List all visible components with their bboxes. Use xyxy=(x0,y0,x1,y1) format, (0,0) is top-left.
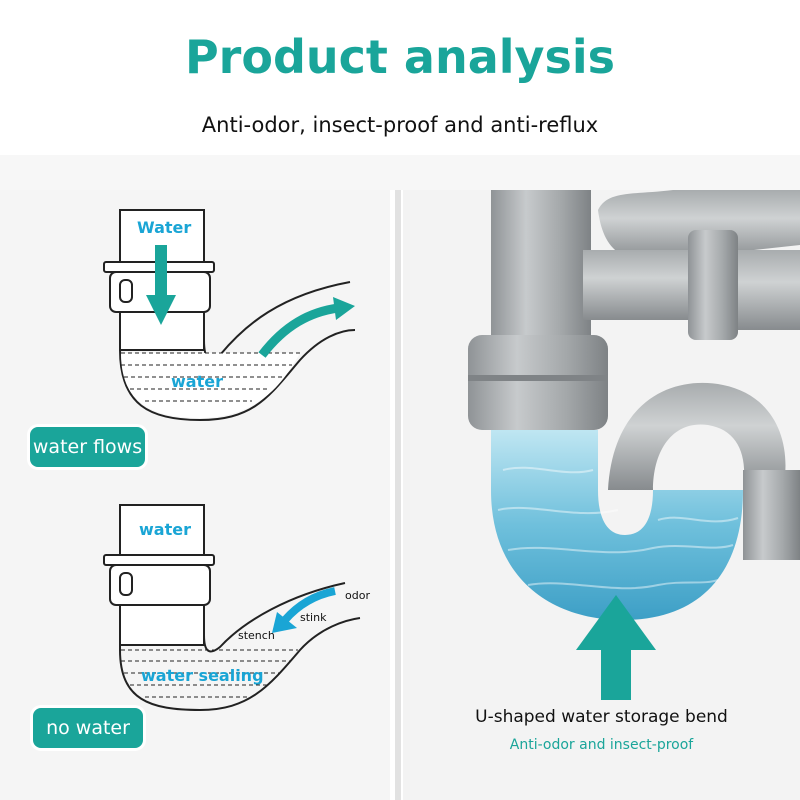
panel-divider xyxy=(395,190,401,800)
vertical-pipe xyxy=(491,190,591,350)
coupling-slot xyxy=(119,572,133,596)
separator-band xyxy=(0,155,800,190)
outflow-arrow xyxy=(258,303,339,358)
trap-outer xyxy=(119,312,356,422)
bottom-pipe-label: water xyxy=(139,520,191,539)
u-trap-photo xyxy=(468,190,800,700)
upper-branch-pipe xyxy=(598,190,800,261)
odor-arrow-head xyxy=(272,612,297,633)
stench-label: stench xyxy=(238,629,275,642)
side-nut xyxy=(688,230,738,340)
outflow-arrow-head xyxy=(333,297,355,320)
flange xyxy=(103,554,215,566)
down-arrow-head xyxy=(146,295,176,325)
top-trap-diagram xyxy=(103,209,356,422)
trap-inner xyxy=(203,281,351,361)
top-trap-label: water xyxy=(171,372,223,391)
top-pipe-label: Water xyxy=(137,218,192,237)
coupling-slot xyxy=(119,279,133,303)
up-arrow-shaft xyxy=(601,645,631,700)
down-arrow-shaft xyxy=(155,245,167,305)
elbow-pipe xyxy=(608,382,786,490)
trap-inner xyxy=(203,582,346,653)
odor-arrow xyxy=(281,587,336,623)
up-arrow-head xyxy=(576,595,656,650)
u-bend-water xyxy=(491,430,743,620)
page-title: Product analysis xyxy=(184,30,616,84)
side-pipe xyxy=(583,250,693,320)
photo-caption: U-shaped water storage bend xyxy=(475,707,728,727)
coupling xyxy=(109,564,211,606)
header: Product analysis Anti-odor, insect-proof… xyxy=(0,0,800,155)
trap-water xyxy=(121,353,300,418)
odor-label: odor xyxy=(345,589,370,602)
water-sealing-label: water sealing xyxy=(141,666,264,685)
water-flows-pill: water flows xyxy=(30,427,145,467)
page-subtitle: Anti-odor, insect-proof and anti-reflux xyxy=(201,113,599,137)
no-water-pill: no water xyxy=(33,708,143,748)
elbow-down xyxy=(743,470,800,560)
ring-nut xyxy=(468,335,608,430)
trap-outer xyxy=(119,605,361,712)
side-hose xyxy=(738,250,800,330)
bottom-trap-diagram xyxy=(103,504,361,712)
photo-subcaption: Anti-odor and insect-proof xyxy=(509,737,694,753)
stink-label: stink xyxy=(300,611,327,624)
